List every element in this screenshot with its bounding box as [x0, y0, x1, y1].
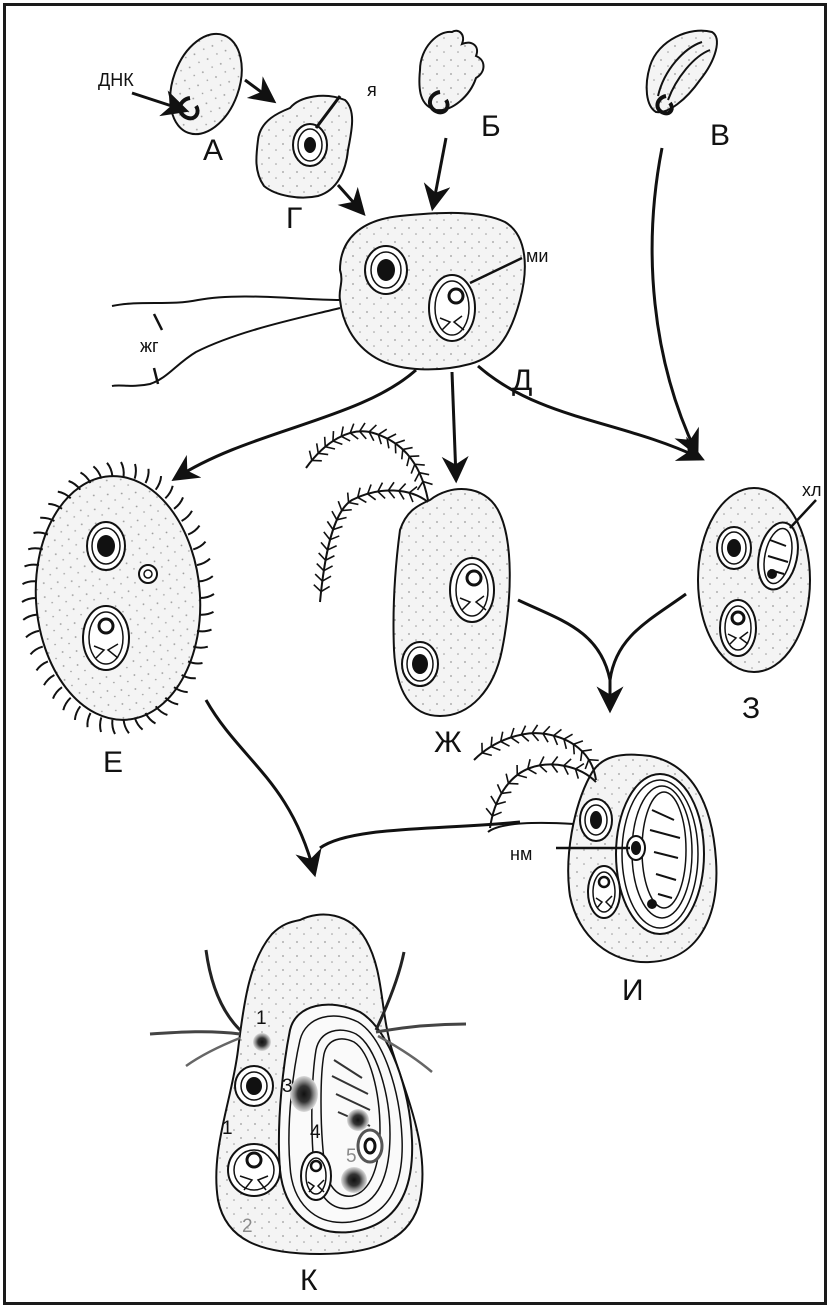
arrow-d-to-e	[176, 370, 416, 478]
cilium	[63, 698, 70, 711]
cilium	[81, 473, 91, 484]
arrow-i-to-k	[320, 822, 520, 848]
cell-a	[157, 24, 255, 144]
label-k-4: 4	[310, 1122, 321, 1143]
label-zh: Ж	[434, 726, 462, 759]
cilium	[28, 548, 43, 549]
cilium	[112, 720, 115, 734]
cilium	[188, 661, 202, 663]
cilium	[48, 504, 62, 509]
cilium	[34, 533, 48, 535]
arrow-v-to-z	[652, 148, 696, 452]
label-g: Г	[286, 202, 302, 235]
cilium	[156, 476, 161, 490]
label-mi: ми	[526, 246, 548, 266]
label-k-2: 2	[242, 1216, 253, 1237]
cilium	[53, 687, 62, 698]
cilium	[197, 559, 210, 566]
label-hl: хл	[802, 480, 822, 500]
cilium	[135, 717, 143, 729]
label-nm: нм	[510, 844, 532, 864]
cilium	[58, 492, 71, 499]
cilium	[121, 462, 124, 476]
arrow-a-to-g	[245, 80, 272, 100]
label-k-1-top: 1	[256, 1008, 267, 1029]
cilium	[165, 486, 172, 499]
label-a: А	[203, 134, 223, 167]
cilium	[193, 647, 208, 648]
cilium	[107, 463, 112, 477]
label-k: К	[300, 1264, 318, 1297]
cilium	[174, 687, 188, 692]
cilium	[165, 698, 178, 705]
cell-e	[22, 462, 214, 734]
cilium	[23, 581, 37, 584]
cilium	[93, 466, 101, 478]
label-ya: я	[367, 80, 377, 100]
label-e: Е	[103, 746, 123, 779]
label-dnk: ДНК	[98, 70, 134, 90]
cilium	[182, 511, 192, 521]
cell-d	[112, 213, 525, 386]
cell-b	[419, 31, 483, 113]
cilium	[146, 469, 149, 483]
cilium	[44, 675, 54, 685]
cell-k	[150, 915, 466, 1254]
arrow-e-to-k	[206, 700, 314, 872]
cell-zh	[306, 423, 510, 716]
label-b: Б	[481, 110, 501, 143]
cell-z	[698, 488, 816, 672]
cilium	[31, 647, 43, 655]
arrow-d-to-zh	[452, 372, 456, 478]
label-k-1-left: 1	[222, 1118, 233, 1139]
arrow-zh-to-i	[518, 600, 610, 680]
cilium	[69, 481, 81, 490]
label-zhg: жг	[140, 336, 159, 356]
cilium	[199, 576, 213, 581]
cilium	[87, 713, 90, 727]
cilium	[146, 713, 156, 724]
cilium	[135, 464, 136, 479]
arrow-g-to-d	[338, 185, 362, 212]
cell-v	[647, 31, 717, 114]
cilium	[199, 612, 213, 615]
cilium	[26, 631, 39, 638]
cilium	[193, 542, 205, 550]
cilium	[22, 598, 36, 602]
cilium	[156, 706, 168, 715]
label-z: З	[742, 692, 760, 725]
cilium	[188, 526, 199, 535]
cilium	[37, 661, 48, 670]
label-v: В	[710, 119, 730, 152]
arrow-b-to-d	[433, 138, 446, 206]
cilium	[100, 717, 101, 732]
cilium	[200, 594, 214, 598]
cilium	[174, 497, 183, 508]
cilium	[124, 720, 129, 734]
cilium	[23, 615, 37, 620]
cilium	[75, 706, 80, 720]
arrow-z-to-i	[610, 594, 686, 680]
label-i: И	[622, 974, 644, 1007]
label-k-5: 5	[346, 1146, 357, 1167]
cell-g	[256, 96, 352, 198]
label-k-3: 3	[282, 1076, 293, 1097]
